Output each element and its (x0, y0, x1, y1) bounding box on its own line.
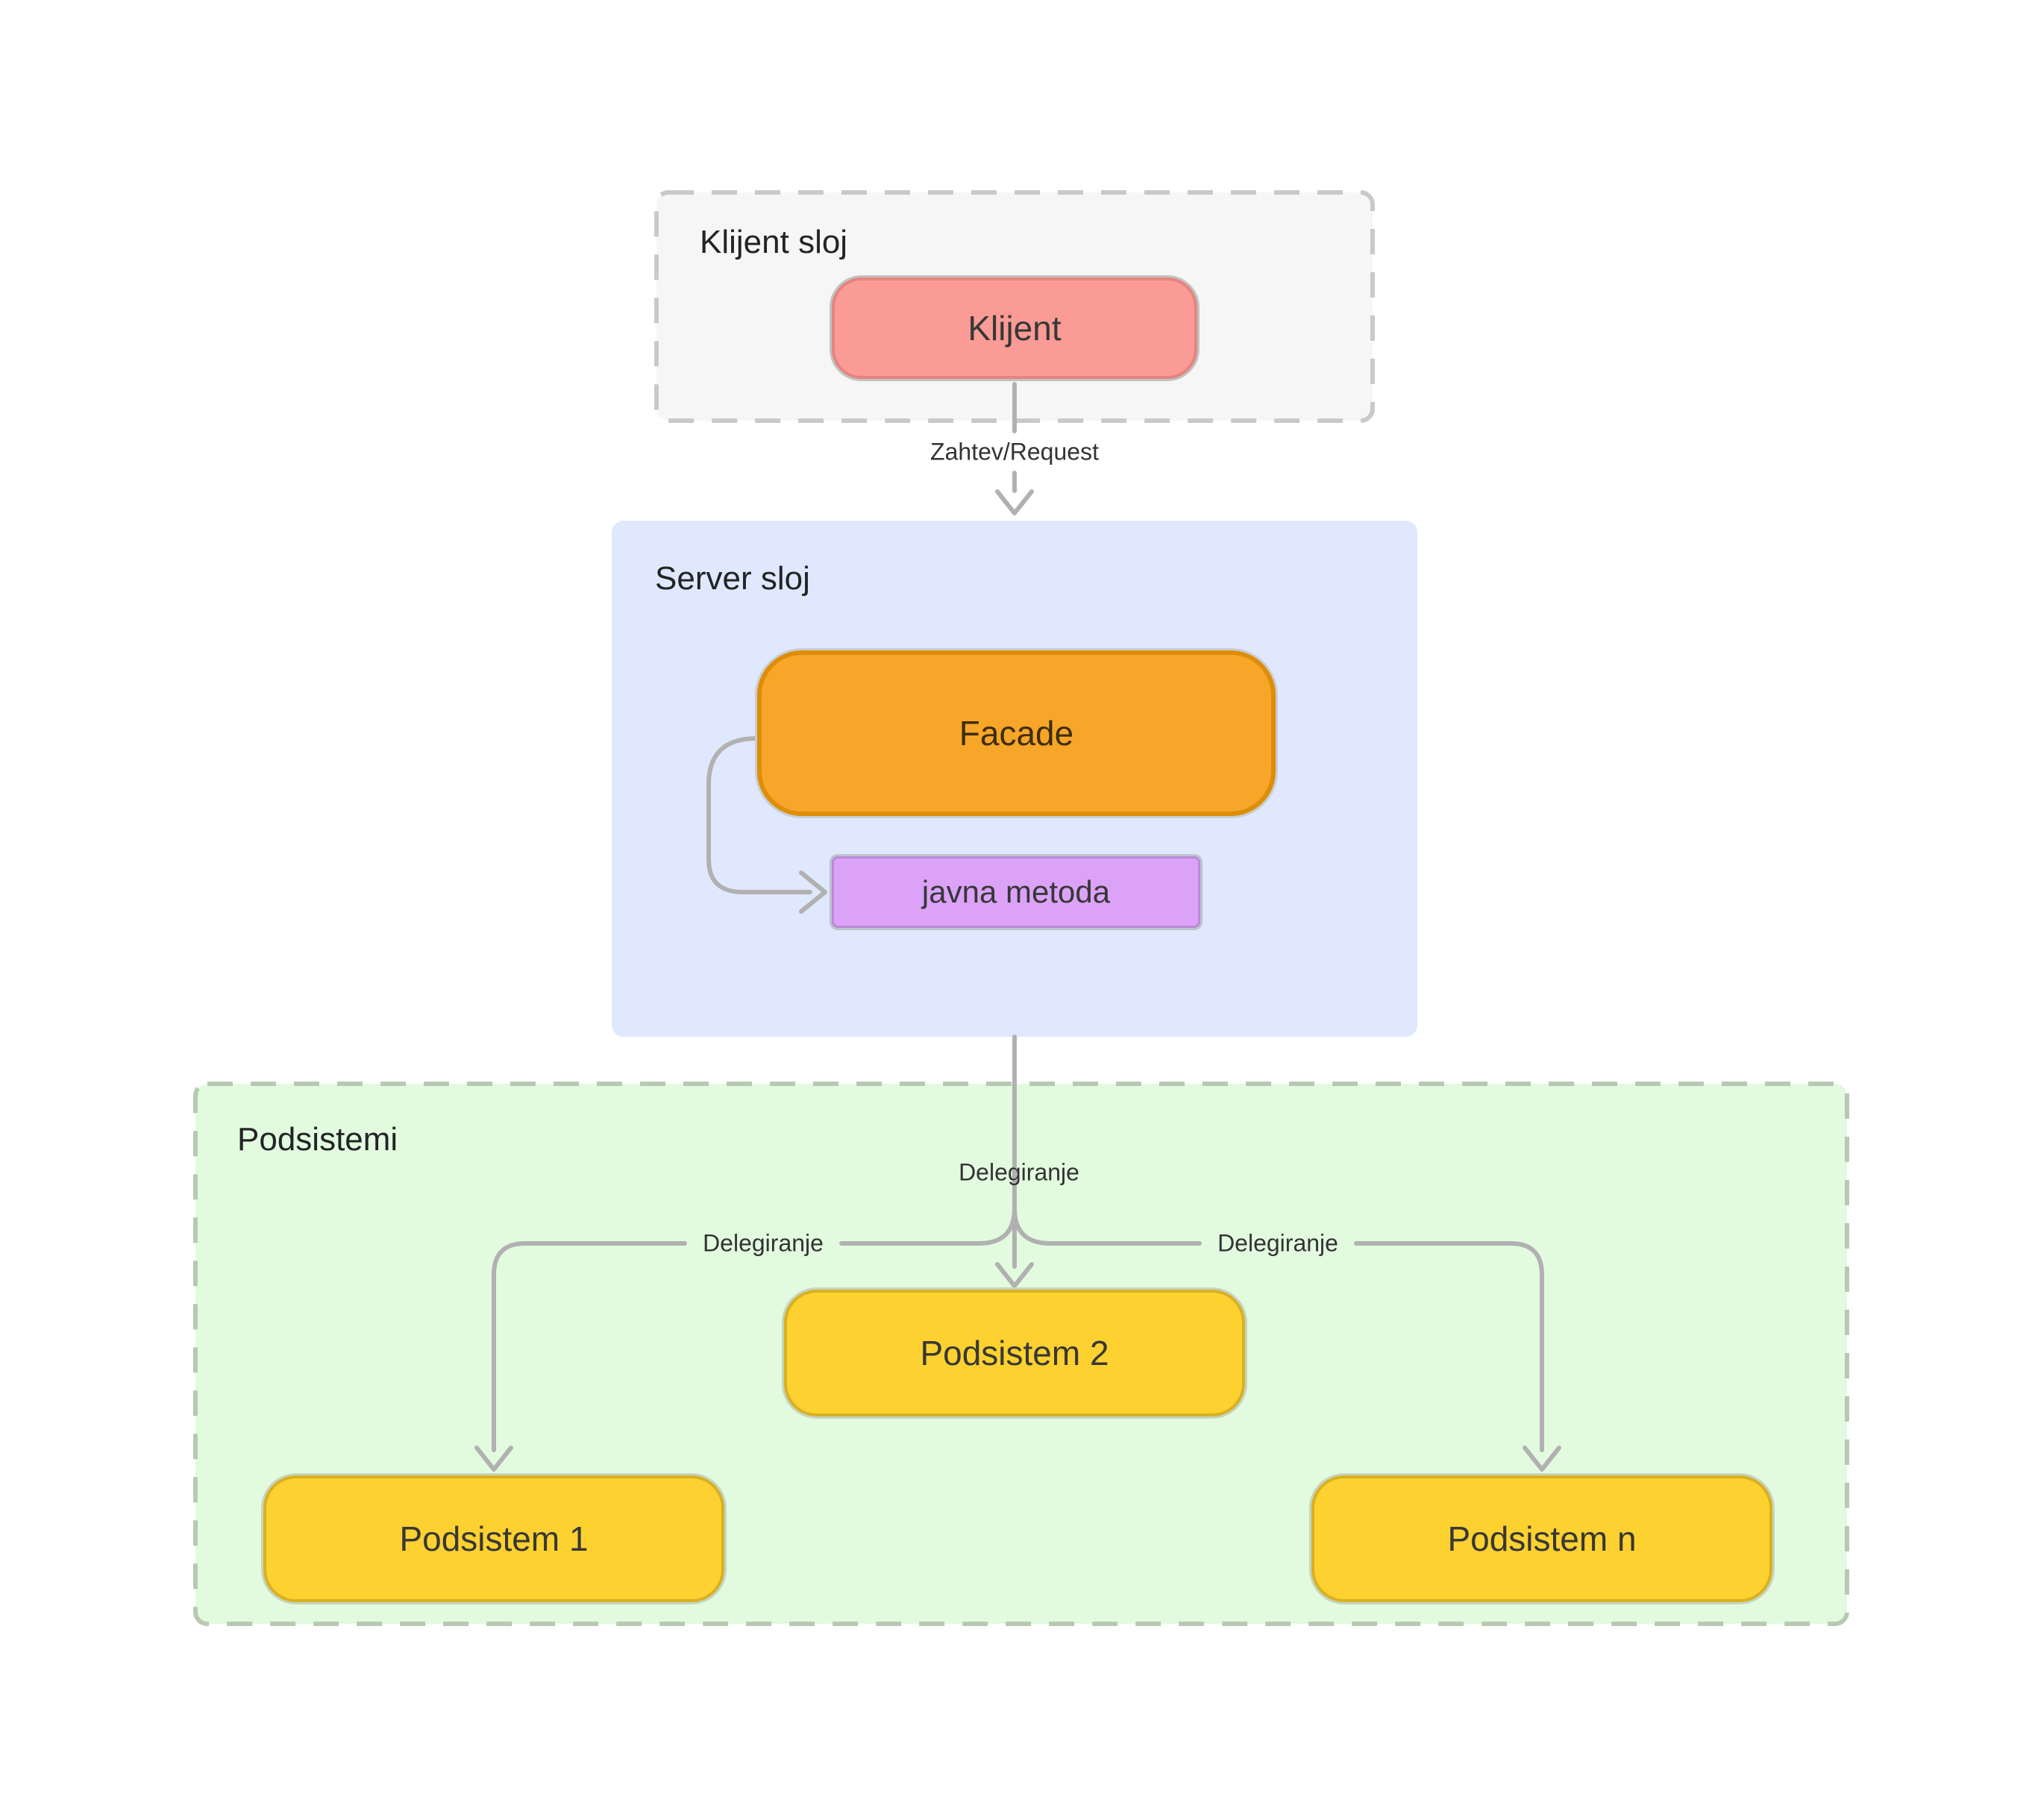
edge-label-delegation-top: Delegiranje (959, 1158, 1079, 1186)
arrow-facade-method (706, 736, 812, 894)
arrow-delegation-right-a (1012, 1206, 1202, 1246)
podsistem-1-node: Podsistem 1 (263, 1475, 724, 1602)
javna-metoda-node-label: javna metoda (921, 874, 1111, 909)
arrow-delegation-right-head (1523, 1446, 1561, 1472)
arrow-request-head (995, 489, 1034, 515)
podsistem-n-node: Podsistem n (1311, 1475, 1772, 1602)
podsistem-1-label: Podsistem 1 (399, 1519, 589, 1558)
arrow-delegation-left-b (492, 1241, 687, 1452)
subsystems-layer-title: Podsistemi (237, 1121, 398, 1158)
klijent-node-label: Klijent (968, 309, 1062, 348)
facade-node-label: Facade (959, 714, 1074, 753)
javna-metoda-node: javna metoda (832, 856, 1200, 928)
podsistem-2-label: Podsistem 2 (920, 1334, 1109, 1372)
edge-label-request: Zahtev/Request (930, 438, 1099, 465)
arrow-delegation-left-head (474, 1446, 513, 1472)
edge-label-delegation-right: Delegiranje (1217, 1229, 1338, 1257)
server-layer-title: Server sloj (655, 560, 810, 597)
facade-node: Facade (757, 650, 1276, 816)
arrow-delegation-right-b (1354, 1241, 1544, 1452)
client-layer-title: Klijent sloj (700, 224, 848, 260)
klijent-node: Klijent (832, 277, 1197, 379)
arrow-delegation-center-head (995, 1262, 1034, 1288)
edge-label-delegation-left: Delegiranje (703, 1229, 824, 1257)
arrow-facade-method-head (799, 870, 827, 914)
podsistem-2-node: Podsistem 2 (784, 1290, 1245, 1416)
podsistem-n-label: Podsistem n (1447, 1519, 1637, 1558)
